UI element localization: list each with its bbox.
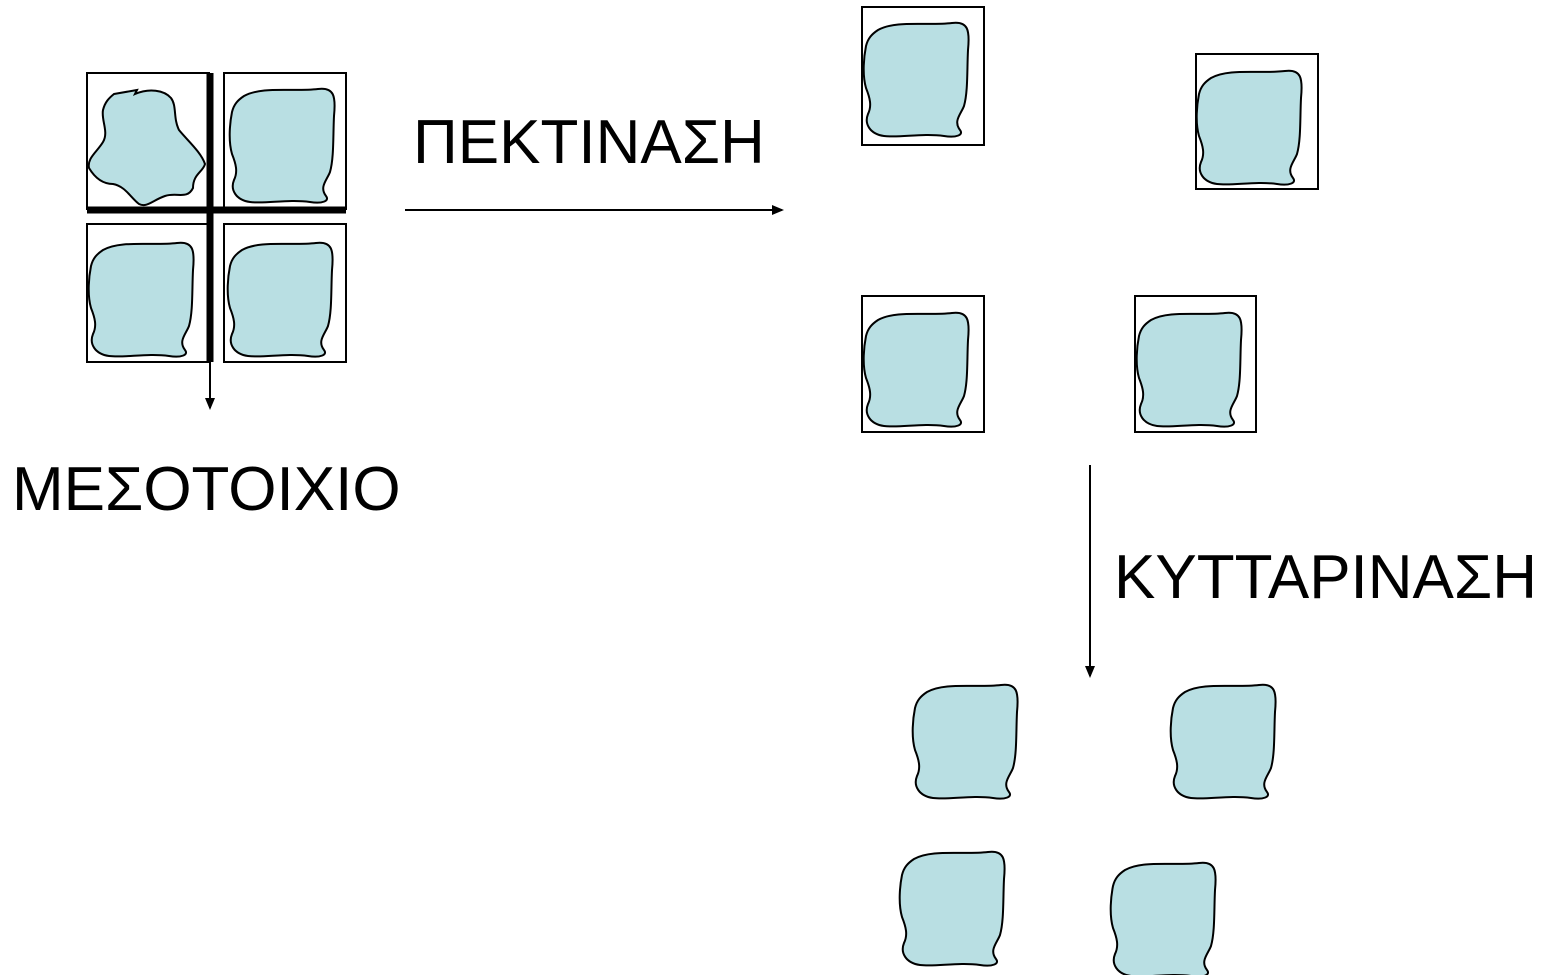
cell-wall-bottom-right bbox=[223, 223, 347, 363]
protoplast-bottom-right bbox=[226, 241, 334, 358]
walled-cell-4-protoplast bbox=[1135, 311, 1243, 428]
protoplast-1 bbox=[911, 683, 1019, 800]
cellulase-label: ΚΥΤΤΑΡΙΝΑΣΗ bbox=[1114, 543, 1537, 612]
walled-cell-4-wall bbox=[1134, 295, 1257, 433]
protoplast-top-right bbox=[228, 87, 336, 204]
protoplasts-group bbox=[898, 683, 1277, 975]
walled-cell-2-protoplast bbox=[1195, 69, 1303, 186]
walled-cell-1-wall bbox=[861, 6, 985, 146]
protoplast-bottom-left bbox=[87, 241, 195, 358]
walled-cell-1-protoplast bbox=[862, 21, 970, 138]
separated-walled-cells-group bbox=[861, 6, 1319, 433]
protoplast-top-left bbox=[87, 89, 206, 207]
protoplast-4 bbox=[1109, 861, 1217, 975]
protoplast-3 bbox=[898, 850, 1006, 967]
joined-cells-group bbox=[86, 72, 347, 410]
walled-cell-3-protoplast bbox=[862, 311, 970, 428]
walled-cell-3-wall bbox=[861, 295, 985, 433]
middle-lamella-label: ΜΕΣΟΤΟΙΧΙΟ bbox=[12, 455, 401, 524]
pectinase-label: ΠΕΚΤΙΝΑΣΗ bbox=[413, 108, 765, 177]
protoplast-2 bbox=[1169, 683, 1277, 800]
